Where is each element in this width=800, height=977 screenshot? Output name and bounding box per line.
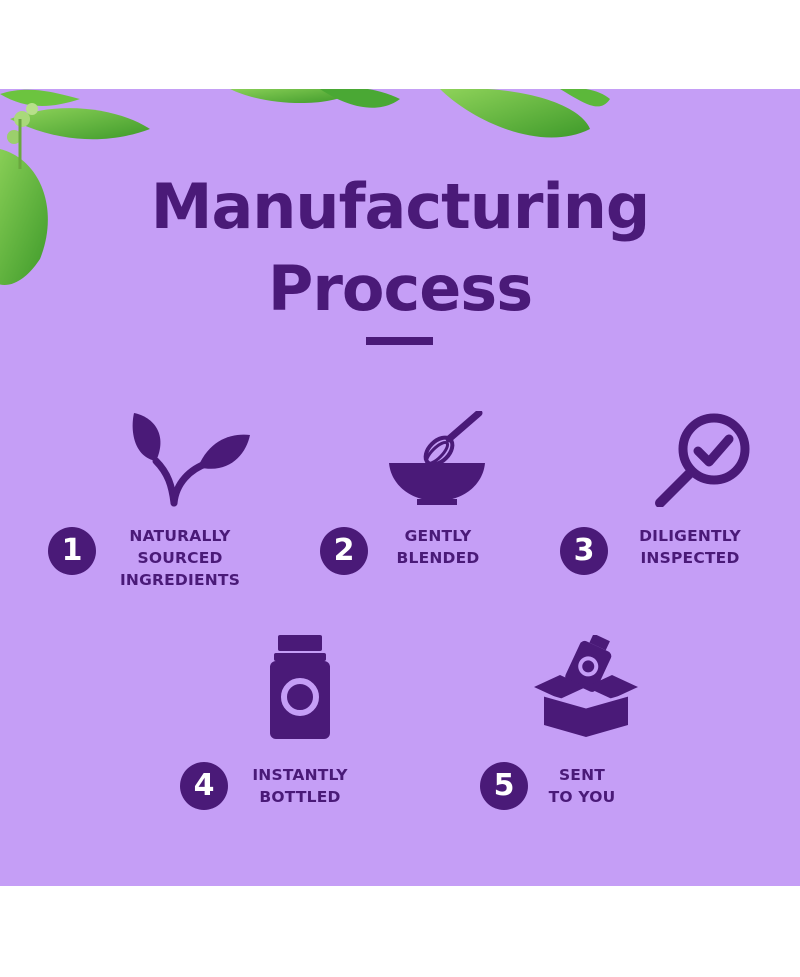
- basil-leaves-decoration: [0, 89, 610, 285]
- title-divider: [366, 337, 433, 345]
- step-number-badge: 2: [320, 527, 368, 575]
- step-label: DILIGENTLY INSPECTED: [639, 527, 741, 567]
- step-label: NATURALLY SOURCED INGREDIENTS: [119, 527, 241, 589]
- step-label: INSTANTLY BOTTLED: [252, 766, 348, 806]
- step-number-badge: 4: [180, 762, 228, 810]
- step-number-badge: 1: [48, 527, 96, 575]
- magnifier-check-icon: [655, 413, 750, 507]
- step-number-badge: 3: [560, 527, 608, 575]
- box-delivery-icon: [534, 635, 638, 737]
- step-label: GENTLY BLENDED: [396, 527, 480, 567]
- bottle-icon: [270, 635, 330, 739]
- page-title-line1: Manufacturing: [150, 170, 651, 243]
- plant-sprout-icon: [132, 413, 250, 507]
- infographic-panel: Manufacturing Process 1 NATURALLY SOURCE…: [0, 89, 800, 886]
- step-label: SENT TO YOU: [548, 766, 616, 806]
- page-title-line2: Process: [267, 252, 533, 325]
- step-number-badge: 5: [480, 762, 528, 810]
- whisk-bowl-icon: [389, 411, 485, 505]
